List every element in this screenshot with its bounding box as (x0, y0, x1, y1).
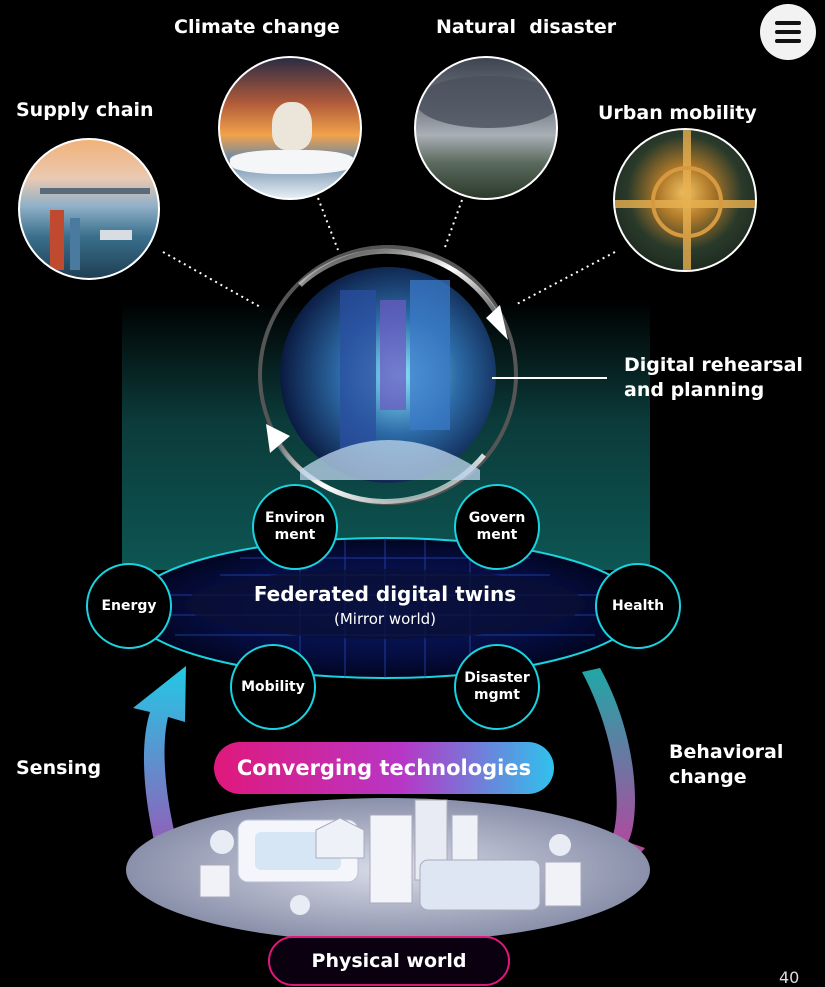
behavioral-line2: change (669, 765, 747, 788)
digital-rehearsal-line2: and planning (624, 378, 765, 401)
hamburger-menu-icon-bar (775, 39, 801, 43)
converging-technologies-pill: Converging technologies (214, 742, 554, 794)
domain-disaster-mgmt-label: Disaster mgmt (464, 670, 530, 703)
supply-chain-label: Supply chain (16, 99, 154, 121)
digital-rehearsal-line1: Digital rehearsal (624, 354, 803, 376)
domain-mobility-label: Mobility (241, 678, 305, 695)
federated-twin-subtitle: (Mirror world) (334, 610, 436, 628)
physical-world-pill: Physical world (268, 936, 510, 986)
hamburger-menu-icon-bar (775, 30, 801, 34)
climate-change-label: Climate change (174, 16, 340, 38)
supply-chain-photo (18, 138, 160, 280)
behavioral-line1: Behavioral (669, 741, 784, 763)
physical-world-label: Physical world (311, 950, 467, 972)
domain-health: Health (595, 563, 681, 649)
domain-environment: Environ ment (252, 484, 338, 570)
connector-lines (162, 197, 616, 309)
digital-rehearsal-label: Digital rehearsal and planning (624, 353, 803, 402)
domain-health-label: Health (611, 597, 665, 614)
behavioral-change-label: Behavioral change (669, 740, 783, 789)
climate-change-photo (218, 56, 362, 200)
menu-button[interactable] (760, 4, 816, 60)
domain-government: Govern ment (454, 484, 540, 570)
page-number: 40 (779, 968, 800, 987)
federated-twin-title: Federated digital twins (253, 582, 517, 606)
domain-energy-label: Energy (101, 597, 157, 614)
sensing-arrow (133, 666, 198, 905)
hamburger-menu-icon (775, 21, 801, 25)
domain-mobility: Mobility (230, 644, 316, 730)
urban-mobility-photo (613, 128, 757, 272)
domain-disaster-mgmt: Disaster mgmt (454, 644, 540, 730)
city-illustration (199, 799, 582, 915)
domain-environment-label: Environ ment (265, 510, 325, 543)
natural-disaster-photo (414, 56, 558, 200)
urban-mobility-label: Urban mobility (598, 102, 757, 124)
natural-disaster-label: Natural disaster (436, 16, 617, 38)
sensing-label: Sensing (16, 757, 102, 779)
domain-energy: Energy (86, 563, 172, 649)
converging-technologies-label: Converging technologies (236, 756, 532, 780)
domain-government-label: Govern ment (468, 510, 526, 543)
